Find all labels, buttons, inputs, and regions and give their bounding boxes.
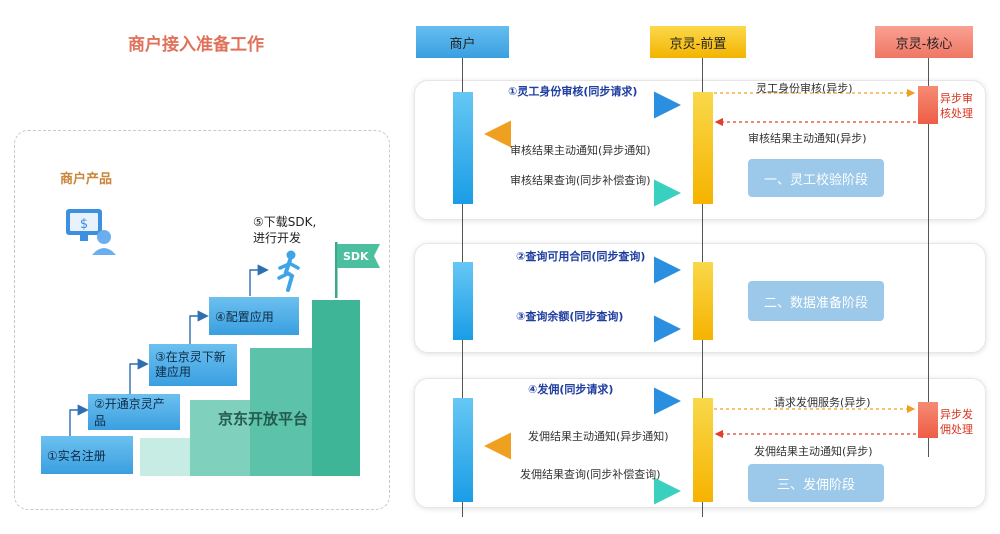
front-activation <box>693 262 713 340</box>
sdk-step-line: ⑤下载SDK, <box>253 215 317 229</box>
step-create-app: ③在京灵下新 建应用 <box>149 344 237 386</box>
note-line: 异步审 <box>940 92 973 105</box>
msg-commission-request-async: 请求发佣服务(异步) <box>774 396 871 409</box>
sdk-flag <box>334 240 382 298</box>
step-label-line: ③在京灵下新 <box>155 350 226 364</box>
phase-data-prep: 二、数据准备阶段 <box>748 281 884 321</box>
platform-block <box>140 300 360 476</box>
msg-verify-result-notify-core: 审核结果主动通知(异步) <box>748 132 867 145</box>
msg-verify-result-notify: 审核结果主动通知(异步通知) <box>510 144 651 157</box>
core-lifeline <box>928 57 929 457</box>
front-activation <box>693 92 713 204</box>
note-line: 核处理 <box>940 107 973 120</box>
lane-front: 京灵-前置 <box>650 26 746 58</box>
front-activation <box>693 398 713 502</box>
msg-verify-result-query: 审核结果查询(同步补偿查询) <box>510 174 651 187</box>
sdk-step-text: ⑤下载SDK, 进行开发 <box>253 214 316 246</box>
merchant-activation <box>453 92 473 204</box>
sdk-flag-label: SDK <box>343 250 369 263</box>
runner-icon <box>276 250 302 292</box>
step-open-product: ②开通京灵产品 <box>88 394 180 430</box>
step-label: ④配置应用 <box>215 309 274 324</box>
core-activation <box>918 402 938 438</box>
async-commission-note: 异步发 佣处理 <box>940 407 973 437</box>
step-label: ②开通京灵产品 <box>94 397 165 428</box>
step-label: ①实名注册 <box>47 448 106 463</box>
merchant-activation <box>453 262 473 340</box>
platform-label: 京东开放平台 <box>218 410 309 428</box>
msg-identity-verify-sync: ①灵工身份审核(同步请求) <box>508 85 638 98</box>
msg-query-balance: ③查询余额(同步查询) <box>516 310 624 323</box>
msg-commission-result-notify: 发佣结果主动通知(异步通知) <box>528 430 669 443</box>
lane-core: 京灵-核心 <box>875 26 973 58</box>
merchant-product-icon: $ <box>64 205 116 257</box>
note-line: 佣处理 <box>940 423 973 436</box>
msg-commission-result-notify-core: 发佣结果主动通知(异步) <box>754 445 873 458</box>
product-label: 商户产品 <box>60 172 113 187</box>
step-label: ③在京灵下新 建应用 <box>155 350 226 380</box>
svg-text:$: $ <box>80 217 88 232</box>
phase-verification: 一、灵工校验阶段 <box>748 159 884 197</box>
page-title: 商户接入准备工作 <box>128 35 264 55</box>
step-config-app: ④配置应用 <box>209 297 299 335</box>
sdk-step-line: 进行开发 <box>253 231 302 245</box>
msg-commission-result-query: 发佣结果查询(同步补偿查询) <box>520 468 661 481</box>
merchant-activation <box>453 398 473 502</box>
note-line: 异步发 <box>940 408 973 421</box>
step-label-line: 建应用 <box>155 365 192 379</box>
core-activation <box>918 86 938 124</box>
msg-query-contract: ②查询可用合同(同步查询) <box>516 250 646 263</box>
async-verify-note: 异步审 核处理 <box>940 91 973 121</box>
lane-merchant: 商户 <box>416 26 509 58</box>
msg-identity-verify-async: 灵工身份审核(异步) <box>756 82 853 95</box>
step-arrows <box>69 264 269 436</box>
merchant-prep-panel <box>14 130 390 510</box>
msg-commission-sync: ④发佣(同步请求) <box>528 383 614 396</box>
phase-commission: 三、发佣阶段 <box>748 464 884 502</box>
step-real-name: ①实名注册 <box>41 436 133 474</box>
